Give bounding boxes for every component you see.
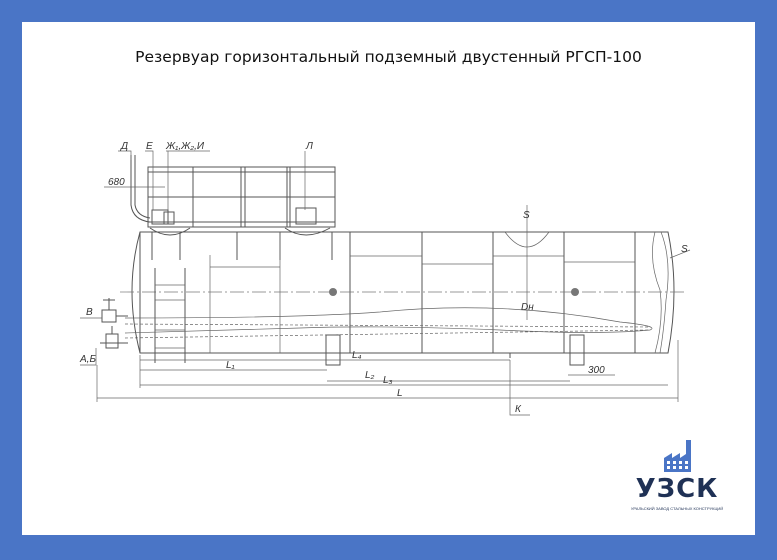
label-s-end: S xyxy=(681,244,688,255)
label-l-top: Л xyxy=(305,141,313,152)
support-right xyxy=(569,334,585,366)
label-680: 680 xyxy=(108,177,125,188)
ladder xyxy=(154,268,186,363)
label-l3: L₃ xyxy=(383,375,393,386)
label-l2: L₂ xyxy=(365,370,375,381)
label-s-top: S xyxy=(523,210,530,221)
company-logo: УЗСК УРАЛЬСКИЙ ЗАВОД СТАЛЬНЫХ КОНСТРУКЦИ… xyxy=(622,436,732,518)
label-k: К xyxy=(515,404,522,415)
label-l4: L₄ xyxy=(352,350,362,361)
logo-subtitle: УРАЛЬСКИЙ ЗАВОД СТАЛЬНЫХ КОНСТРУКЦИЙ xyxy=(630,506,724,511)
dimension-lines xyxy=(96,340,679,416)
label-l1: L₁ xyxy=(226,360,235,371)
label-300: 300 xyxy=(588,365,605,376)
valve-assembly xyxy=(100,298,128,349)
label-zh: Ж₁,Ж₂,И xyxy=(165,141,205,152)
page-title: Резервуар горизонтальный подземный двуст… xyxy=(135,48,642,66)
label-ab: А,Б xyxy=(79,354,96,365)
service-platform xyxy=(147,166,336,260)
logo-name: УЗСК xyxy=(635,474,719,504)
label-dn: Dн xyxy=(521,302,534,313)
support-left xyxy=(325,334,341,366)
factory-icon xyxy=(664,440,691,472)
vent-pipe xyxy=(130,155,151,223)
label-v: В xyxy=(86,307,93,318)
label-l: L xyxy=(397,388,403,399)
slide-panel xyxy=(22,22,755,535)
inner-pipes xyxy=(124,307,653,334)
label-d: Д xyxy=(120,141,128,152)
label-e: Е xyxy=(146,141,153,152)
